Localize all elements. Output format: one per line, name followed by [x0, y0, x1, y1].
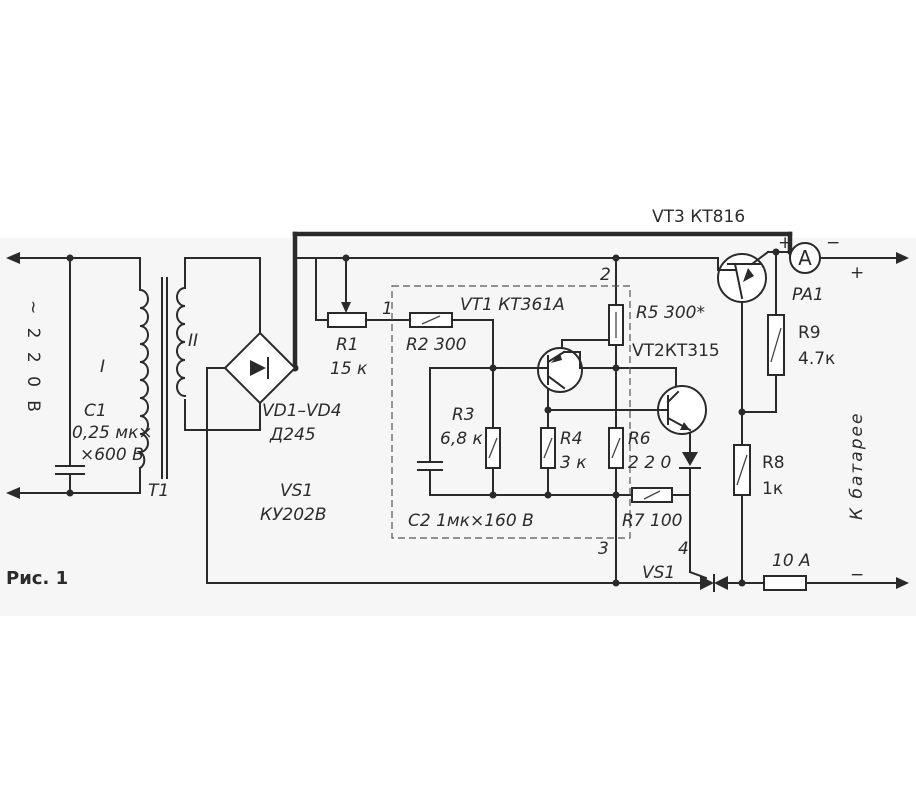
vt2-label: VT2КТ315 — [632, 341, 720, 361]
resistor-r4 — [540, 427, 556, 469]
c1-value-2: ×600 В — [80, 445, 144, 465]
junction-dots — [66, 248, 780, 587]
transistor-vt3 — [717, 250, 770, 303]
capacitor-c1 — [55, 465, 85, 475]
bridge-rectifier — [223, 331, 297, 405]
ammeter-symbol: A — [798, 246, 812, 270]
r7-label: R7 100 — [622, 511, 682, 531]
r9-ref: R9 — [798, 323, 821, 343]
figure-caption: Рис. 1 — [6, 568, 68, 589]
pa1-ref: PA1 — [792, 285, 824, 305]
r1-ref: R1 — [336, 335, 359, 355]
r5-label: R5 300* — [636, 303, 705, 323]
resistor-r6 — [608, 427, 624, 469]
thyristor-ref-right: VS1 — [642, 563, 675, 583]
bridge-type: Д245 — [269, 425, 316, 445]
c1-value-1: 0,25 мк× — [72, 423, 153, 443]
vt1-label: VT1 КТ361А — [460, 295, 565, 315]
battery-minus: − — [850, 565, 864, 585]
r6-ref: R6 — [628, 429, 651, 449]
c1-ref: C1 — [84, 401, 107, 421]
scan-background — [0, 238, 916, 616]
transformer-secondary-winding — [176, 286, 187, 398]
resistor-r8 — [733, 444, 751, 496]
resistor-r9 — [767, 314, 785, 376]
r3-value: 6,8 к — [440, 429, 483, 449]
capacitor-c2 — [417, 461, 443, 471]
resistor-r5 — [608, 304, 624, 346]
secondary-winding-label: II — [188, 331, 198, 351]
r4-value: 3 к — [560, 453, 587, 473]
node-3: 3 — [598, 539, 609, 559]
diode-vt2-emitter — [679, 452, 701, 469]
transformer-ref: T1 — [148, 481, 169, 501]
pa1-plus: + — [778, 233, 792, 253]
thyristor-type: КУ202В — [260, 505, 327, 525]
transistor-vt2 — [657, 385, 707, 435]
thyristor-ref-left: VS1 — [280, 481, 313, 501]
c2-label: C2 1мк×160 В — [408, 511, 534, 531]
transistor-vt1 — [537, 347, 583, 393]
mains-voltage-label: ~ 2 2 0 В — [23, 300, 43, 416]
r2-label: R2 300 — [406, 335, 466, 355]
battery-label: К батарее — [847, 412, 867, 520]
node-2: 2 — [600, 265, 611, 285]
r3-ref: R3 — [452, 405, 475, 425]
resistor-r3 — [485, 427, 501, 469]
node-1: 1 — [382, 299, 393, 319]
primary-winding-label: I — [100, 357, 105, 377]
fuse-rating: 10 A — [772, 551, 811, 571]
r4-ref: R4 — [560, 429, 583, 449]
ammeter-pa1: A — [789, 242, 821, 274]
r1-value: 15 к — [330, 359, 368, 379]
r6-value: 2 2 0 — [628, 453, 671, 473]
vt3-label: VT3 КТ816 — [652, 207, 745, 227]
r8-ref: R8 — [762, 453, 785, 473]
r9-value: 4.7к — [798, 349, 835, 369]
resistor-r7 — [631, 487, 673, 503]
fuse — [763, 575, 807, 591]
node-4: 4 — [678, 539, 689, 559]
r8-value: 1к — [762, 479, 783, 499]
bridge-ref: VD1–VD4 — [262, 401, 342, 421]
resistor-r2 — [409, 312, 453, 328]
battery-plus: + — [850, 263, 864, 283]
transformer-primary-winding — [136, 288, 149, 470]
resistor-r1 — [327, 312, 367, 328]
thyristor-vs1 — [700, 574, 728, 592]
pa1-minus: − — [826, 233, 840, 253]
